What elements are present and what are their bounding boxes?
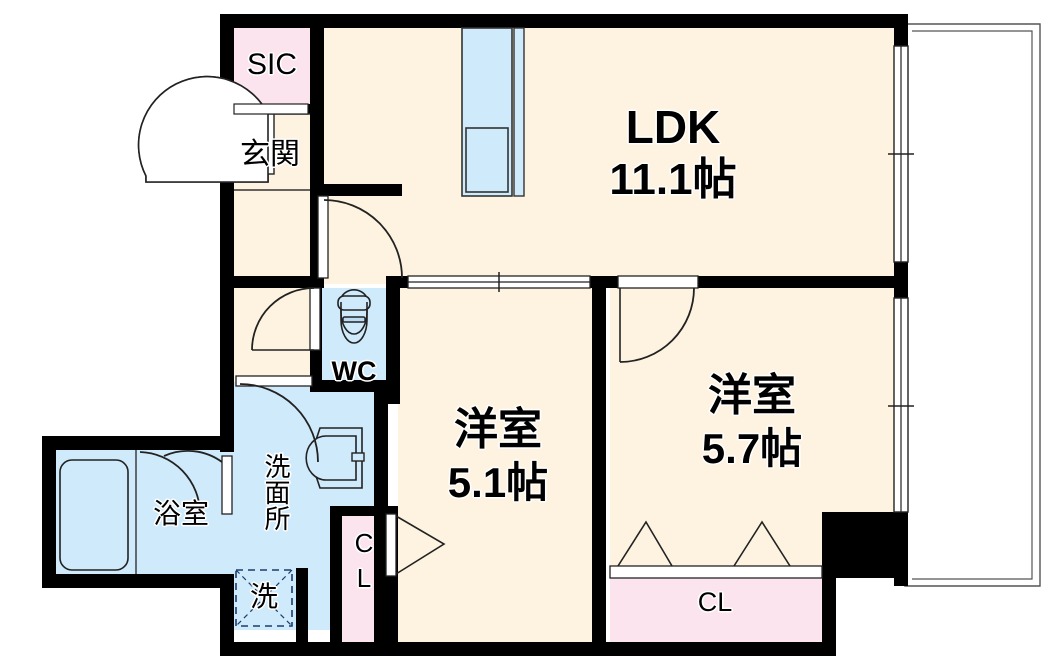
balcony-window-room2 — [888, 297, 914, 513]
bath-door — [139, 449, 233, 515]
washbasin-icon — [305, 427, 365, 489]
walls — [42, 14, 908, 656]
wall-bottom-right — [598, 642, 836, 656]
toilet-icon — [337, 289, 371, 344]
balcony — [904, 23, 1041, 587]
bathtub-icon — [59, 459, 129, 571]
openings — [137, 45, 914, 579]
wall-right-upper — [894, 14, 908, 46]
wall-left-hall — [220, 172, 234, 438]
wall-closet1-left — [330, 506, 342, 648]
wall-ldk-bottom-a — [386, 276, 408, 288]
wc-door — [251, 287, 321, 351]
wall-washer-stub — [296, 568, 308, 644]
wall-closet1-top — [330, 506, 398, 516]
wall-genkan-right — [310, 110, 324, 190]
room1-floor — [398, 284, 598, 644]
wall-wc-right — [386, 276, 400, 404]
wall-ldk-bottom-b — [590, 276, 618, 288]
wall-bath-top — [42, 436, 234, 450]
wall-left-lower — [220, 574, 234, 656]
wall-wc-bottom — [310, 380, 390, 392]
room2-door — [617, 275, 699, 363]
hall-door — [317, 195, 403, 279]
wall-bottom-left — [220, 642, 400, 656]
wall-bath-left — [42, 436, 56, 588]
wall-bath-right — [220, 436, 234, 452]
kitchen-sink-icon — [461, 27, 525, 197]
wall-bottom-mid — [398, 642, 610, 656]
closet2-floor — [610, 578, 822, 642]
wall-hall-bottom — [228, 276, 314, 288]
wall-room2-right — [822, 512, 908, 578]
wall-ldk-bottom-c — [698, 276, 908, 288]
washing-machine-icon — [235, 569, 293, 627]
wall-between-rooms — [592, 288, 606, 644]
balcony-window-ldk — [888, 45, 914, 263]
wall-sic-right — [310, 14, 324, 124]
wall-washroom-right2 — [374, 500, 388, 642]
room1-sliding-door — [407, 272, 591, 292]
washroom-door — [235, 375, 319, 463]
ldk-floor — [318, 22, 902, 284]
closet2-folding-door — [609, 520, 823, 579]
sic-door — [233, 103, 309, 115]
wall-bath-bottom — [42, 574, 234, 588]
wall-room2-right2 — [822, 512, 836, 656]
wall-washroom-right — [374, 392, 388, 514]
closet1-folding-door — [385, 513, 446, 577]
wall-top — [220, 14, 908, 28]
entrance-door — [137, 75, 275, 183]
wall-hall-top — [310, 184, 402, 196]
